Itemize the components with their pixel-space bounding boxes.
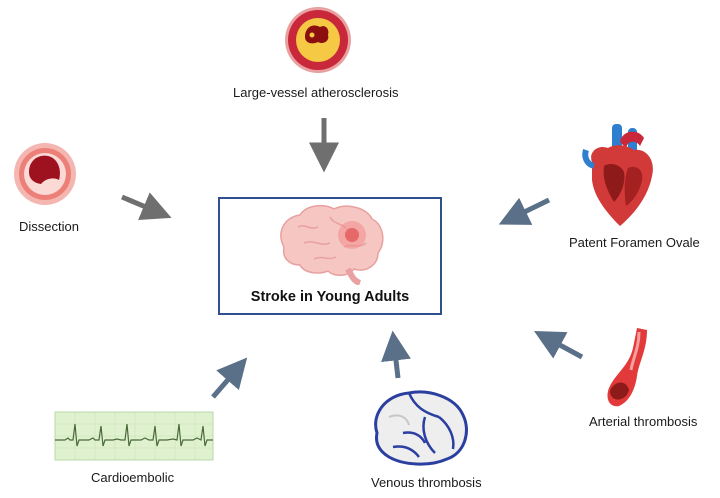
label-large-vessel: Large-vessel atherosclerosis [233,85,399,100]
brain-veins-icon [374,390,468,466]
arrow-venous [381,330,411,379]
label-dissection: Dissection [19,219,79,234]
ecg-strip-icon [54,411,214,461]
artery-thrombus-icon [607,328,647,407]
label-cardioembolic: Cardioembolic [91,470,175,485]
heart-icon [582,124,653,226]
center-title: Stroke in Young Adults [250,289,410,305]
arrow-cardioembolic [211,357,248,399]
center-box: Stroke in Young Adults [218,197,442,315]
dissection-vessel-icon [14,143,76,205]
label-pfo: Patent Foramen Ovale [569,235,700,250]
arrow-dissection [121,192,172,221]
label-arterial: Arterial thrombosis [589,414,698,429]
brain-icon [280,204,384,285]
arrow-pfo [498,197,551,225]
label-venous: Venous thrombosis [371,475,482,490]
arrow-arterial [534,331,584,360]
artery-plaque-icon [285,7,351,73]
